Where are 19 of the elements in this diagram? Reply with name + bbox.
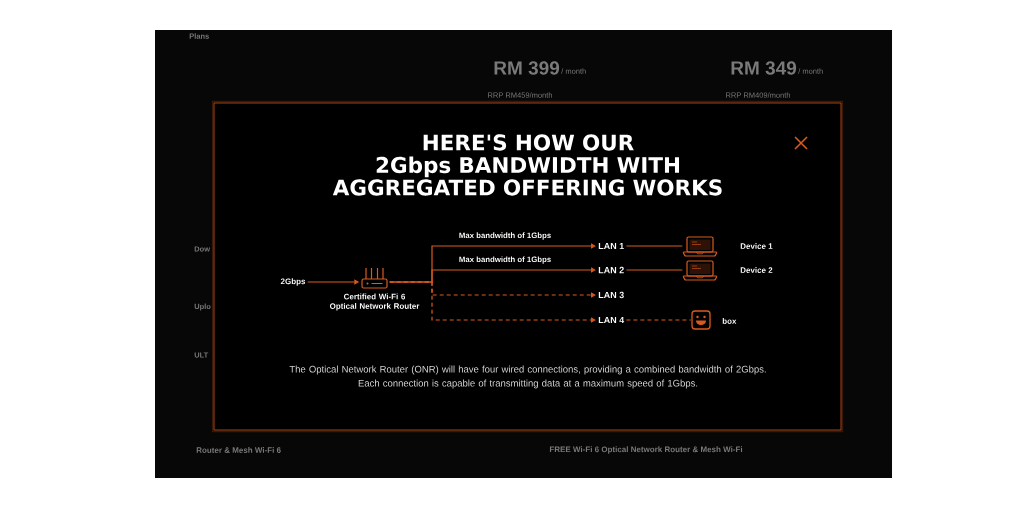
arrow xyxy=(389,281,596,323)
icon-caption: Device 2 xyxy=(740,267,773,273)
background-text: RM 349 xyxy=(731,61,797,75)
icon-caption: Certified Wi-Fi 6 Optical Network Router xyxy=(329,293,420,311)
connector-line xyxy=(625,245,683,247)
icon-caption: box xyxy=(722,318,737,324)
connector-line xyxy=(625,269,683,271)
port-label: LAN 3 xyxy=(598,291,624,299)
title: HERE'S HOW OUR 2Gbps BANDWIDTH WITH AGGREGATED OFFERING WORKS xyxy=(332,134,722,196)
port-label: LAN 2 xyxy=(598,266,624,274)
icon-caption: Device 1 xyxy=(740,243,773,249)
background-text: RM 399 xyxy=(494,61,560,75)
background-text: Router & Mesh Wi-Fi 6 xyxy=(196,447,281,453)
connector-line xyxy=(625,319,692,321)
port-label: LAN 1 xyxy=(598,242,624,250)
background-text: FREE Wi-Fi 6 Optical Network Router & Mesh Wi-Fi xyxy=(549,446,743,454)
speed-label: 2Gbps xyxy=(280,278,306,286)
port-label: LAN 4 xyxy=(598,316,625,324)
description-text: The Optical Network Router (ONR) will have four wired connections, providing a combined bandwidth of 2Gbps. Each connection is capable of transmitting data at a maximum speed of 1Gbps. xyxy=(289,365,766,389)
